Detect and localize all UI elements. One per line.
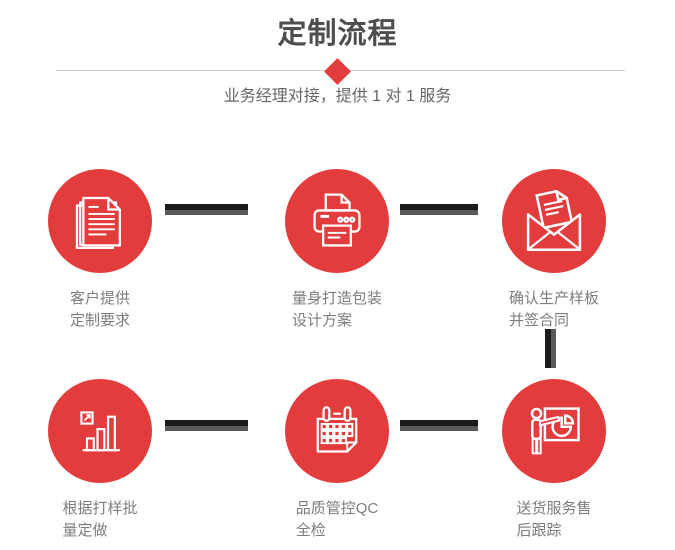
printer-icon [313, 193, 361, 247]
step-label-line2: 定制要求 [69, 312, 130, 329]
page-title: 定制流程 [277, 18, 398, 50]
connector-step5-step6 [400, 420, 478, 431]
calendar-icon [316, 406, 358, 453]
bar-chart-growth-icon [80, 411, 120, 452]
step-label-2: 量身打造包装 设计方案 [252, 288, 422, 332]
step-label-line1: 根据打样批 [62, 500, 138, 517]
presentation-board-icon [530, 407, 580, 455]
envelope-letter-icon [526, 189, 582, 252]
step-label-4: 根据打样批 量定做 [15, 498, 185, 542]
step-circle-3 [502, 169, 606, 273]
step-label-1: 客户提供 定制要求 [15, 288, 185, 332]
connector-step2-step3 [400, 204, 478, 215]
connector-step3-step6 [545, 329, 556, 368]
step-circle-2 [285, 169, 389, 273]
step-label-line1: 确认生产样板 [508, 290, 599, 307]
step-label-line2: 量定做 [62, 522, 108, 539]
step-label-line1: 送货服务售 [516, 500, 592, 517]
connector-step4-step5 [165, 420, 248, 431]
step-circle-1 [48, 169, 152, 273]
diamond-icon [324, 58, 351, 85]
step-label-5: 品质管控QC 全检 [252, 498, 422, 542]
step-label-line1: 量身打造包装 [291, 290, 382, 307]
step-label-line1: 客户提供 [69, 290, 130, 307]
step-circle-5 [285, 379, 389, 483]
step-label-line2: 并签合同 [508, 312, 569, 329]
documents-icon [75, 196, 121, 249]
step-label-line2: 设计方案 [291, 312, 352, 329]
connector-step1-step2 [165, 204, 248, 215]
step-label-line2: 全检 [295, 522, 326, 539]
step-label-3: 确认生产样板 并签合同 [469, 288, 639, 332]
step-circle-4 [48, 379, 152, 483]
page-subtitle: 业务经理对接，提供 1 对 1 服务 [223, 88, 452, 105]
step-label-line1: 品质管控QC [295, 500, 379, 517]
step-circle-6 [502, 379, 606, 483]
step-label-6: 送货服务售 后跟踪 [469, 498, 639, 542]
step-label-line2: 后跟踪 [516, 522, 562, 539]
